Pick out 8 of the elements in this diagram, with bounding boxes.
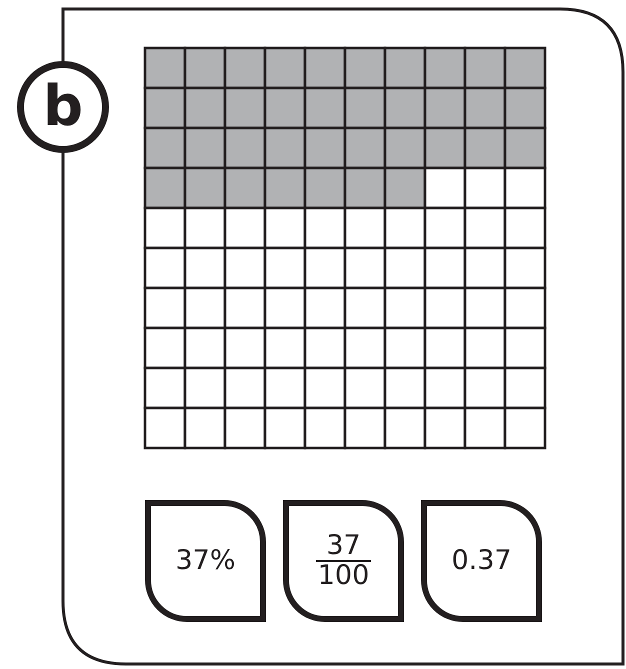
value-text: 0.37: [451, 546, 512, 576]
numerator: 37: [326, 532, 361, 560]
value-text: 37%: [175, 546, 236, 576]
answer-card: [421, 500, 542, 622]
answer-card: [283, 500, 404, 622]
answer-card: [145, 500, 266, 622]
denominator: 100: [316, 560, 372, 590]
letter-label: b: [42, 78, 84, 136]
